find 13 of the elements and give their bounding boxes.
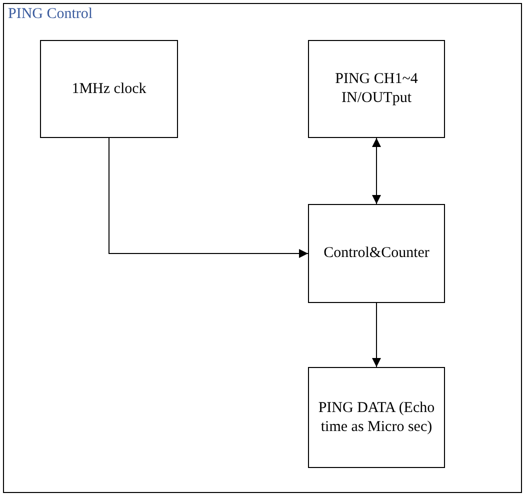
process-box [308,367,445,468]
arrow [372,138,381,204]
box-label: 1MHz clock [70,80,148,98]
box-label: PING CH1~4 IN/OUTput [334,70,419,108]
box-label: PING DATA (Echo time as Micro sec) [317,398,436,436]
process-box [308,204,445,303]
group-frame [3,3,522,493]
process-box [40,40,178,138]
arrow [372,302,381,368]
arrow [108,138,308,258]
group-title: PING Control [8,6,93,23]
process-box [308,40,445,138]
box-label: Control&Counter [322,244,430,263]
